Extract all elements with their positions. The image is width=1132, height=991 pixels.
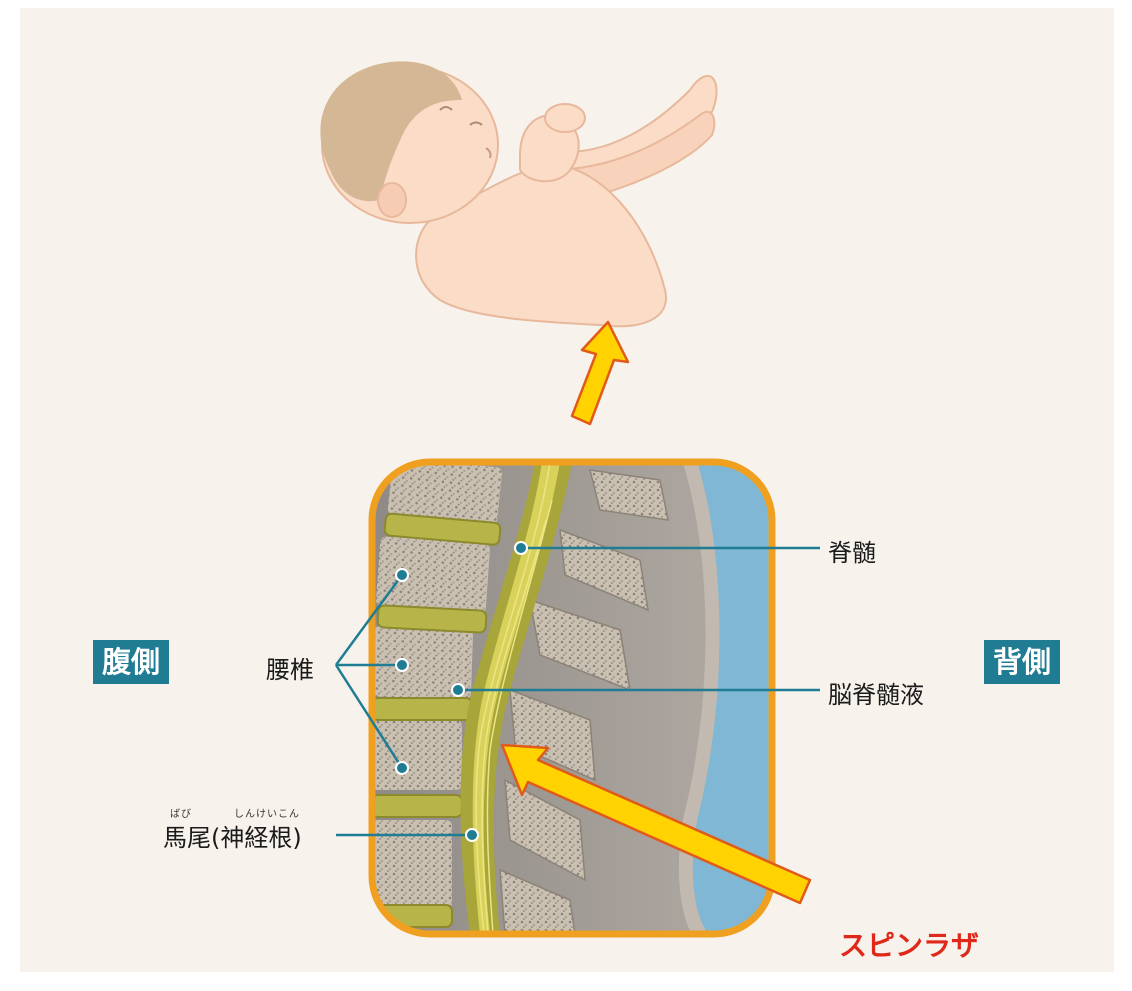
drug-name-label: スピンラザ (839, 924, 979, 964)
lumbar-vertebrae-label: 腰椎 (266, 650, 314, 685)
csf-label: 脳脊髄液 (828, 675, 924, 710)
spinal-cord-label: 脊髄 (828, 533, 876, 568)
ventral-label: 腹側 (93, 640, 169, 684)
dorsal-label: 背側 (984, 640, 1060, 684)
cauda-equina-label: 馬尾(神経根) (163, 818, 302, 853)
